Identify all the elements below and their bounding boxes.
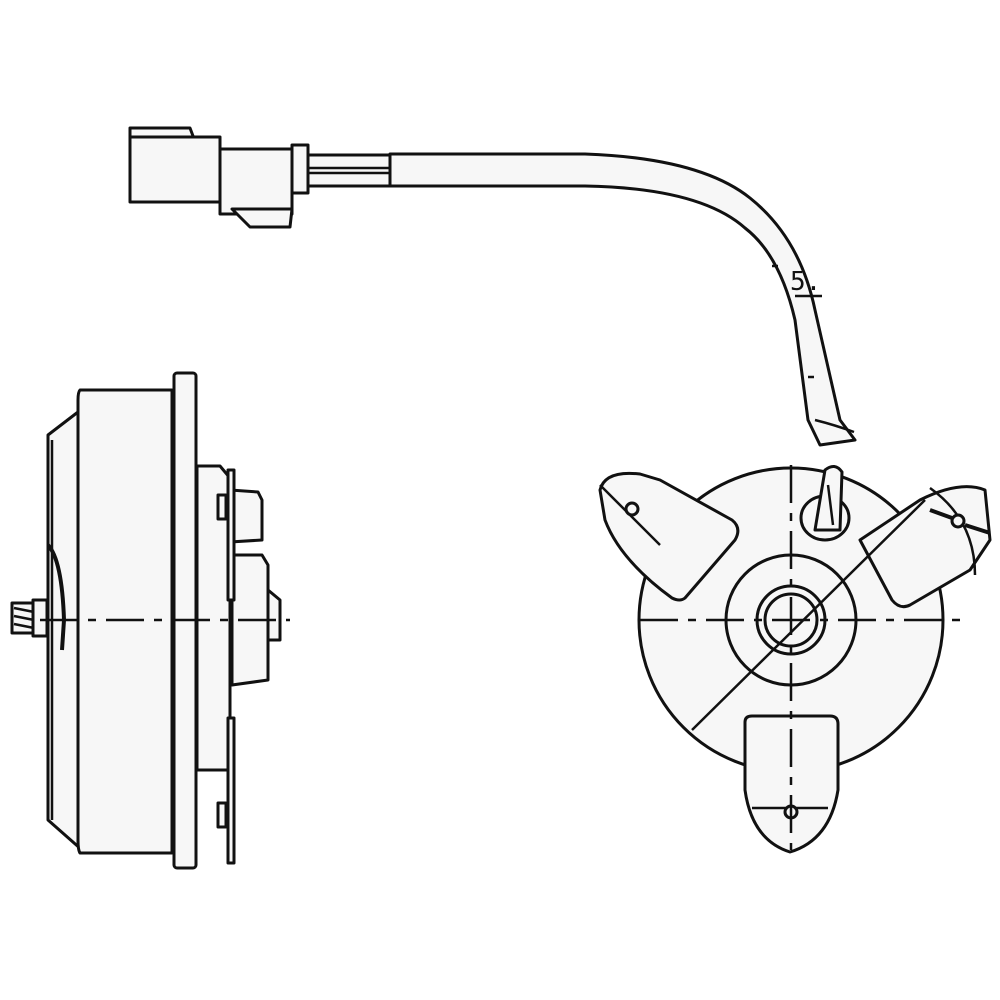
connector-collar (290, 143, 310, 195)
connector-body (128, 135, 222, 204)
side-view (10, 371, 290, 870)
diagonal-reference (691, 499, 926, 731)
motor-body (76, 388, 174, 855)
shaft-nut (31, 598, 49, 638)
cable-sheath (388, 152, 857, 447)
wire-lead (306, 153, 392, 188)
front-view (598, 465, 992, 854)
connector-and-cable: 5. (128, 126, 857, 447)
terminal-stub (266, 588, 282, 642)
connector-housing (218, 147, 294, 216)
cable-length-label: 5. (790, 267, 821, 297)
connector-clip (230, 207, 294, 229)
